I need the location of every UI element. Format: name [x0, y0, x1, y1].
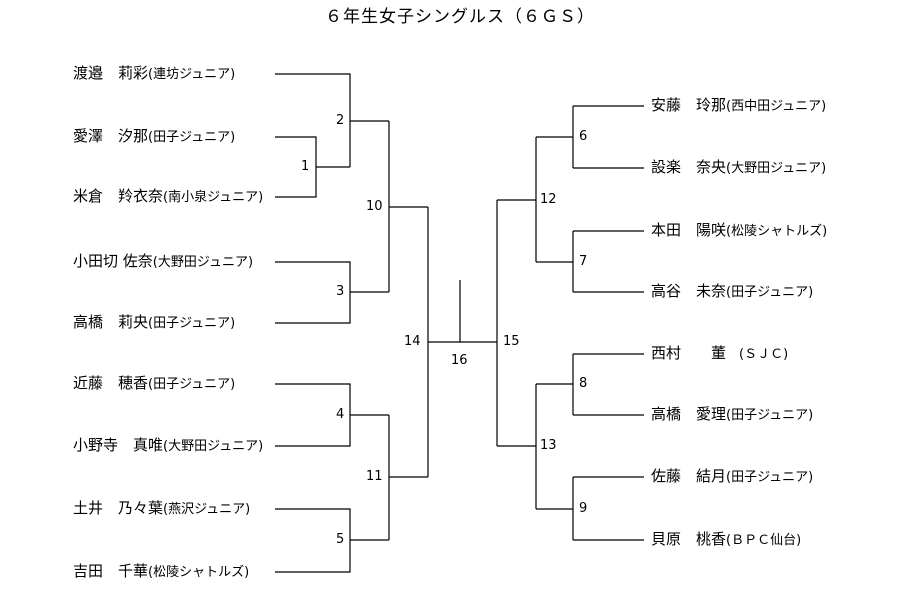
- player-team: (松陵シャトルズ): [726, 224, 828, 239]
- player-team: (田子ジュニア): [148, 316, 236, 331]
- right-player-6: 高橋 愛理(田子ジュニア): [651, 405, 814, 423]
- match-9-line: [536, 476, 644, 541]
- match-number-12: 12: [540, 192, 557, 207]
- left-player-7: 小野寺 真唯(大野田ジュニア): [73, 436, 264, 454]
- match-number-3: 3: [336, 284, 345, 299]
- match-number-15: 15: [503, 334, 520, 349]
- player-name: 貝原 桃香: [651, 530, 727, 548]
- match-1-line: [275, 136, 350, 198]
- player-name: 米倉 羚衣奈: [73, 187, 164, 205]
- right-player-3: 本田 陽咲(松陵シャトルズ): [651, 221, 828, 239]
- match-12-line: [497, 137, 537, 262]
- player-name: 渡邉 莉彩: [73, 64, 149, 82]
- player-name: 高橋 愛理: [651, 405, 727, 423]
- player-name: 安藤 玲那: [651, 96, 727, 114]
- match-7-line: [536, 230, 644, 293]
- left-player-6: 近藤 穂香(田子ジュニア): [73, 374, 236, 392]
- player-team: (西中田ジュニア): [726, 99, 827, 114]
- player-name: 設楽 奈央: [651, 158, 727, 176]
- player-team: (南小泉ジュニア): [163, 190, 264, 205]
- player-name: 小田切 佐奈: [73, 252, 153, 270]
- player-team: (大野田ジュニア): [152, 255, 254, 270]
- match-number-14: 14: [404, 334, 421, 349]
- left-player-8: 土井 乃々葉(燕沢ジュニア): [73, 499, 251, 517]
- left-player-4: 小田切 佐奈(大野田ジュニア): [73, 252, 254, 270]
- match-number-10: 10: [366, 199, 383, 214]
- left-player-2: 愛澤 汐那(田子ジュニア): [73, 127, 236, 145]
- match-15-line: [460, 200, 498, 446]
- match-number-11: 11: [366, 469, 383, 484]
- player-team: (ＢＰＣ仙台): [726, 533, 802, 548]
- match-14-line: [427, 207, 460, 477]
- right-player-5: 西村 董 (ＳＪＣ): [651, 344, 789, 362]
- player-team: (田子ジュニア): [726, 285, 814, 300]
- match-number-9: 9: [579, 501, 588, 516]
- match-4-line: [275, 383, 389, 447]
- player-name: 佐藤 結月: [651, 467, 727, 485]
- left-player-1: 渡邉 莉彩(連坊ジュニア): [73, 64, 236, 82]
- right-player-8: 貝原 桃香(ＢＰＣ仙台): [651, 530, 802, 548]
- page-title: ６年生女子シングルス（６ＧＳ）: [325, 7, 595, 27]
- player-team: (田子ジュニア): [148, 130, 236, 145]
- player-team: (田子ジュニア): [726, 470, 814, 485]
- match-number-5: 5: [336, 532, 345, 547]
- player-name: 愛澤 汐那: [73, 127, 149, 145]
- player-name: 高橋 莉央: [73, 313, 149, 331]
- right-player-7: 佐藤 結月(田子ジュニア): [651, 467, 814, 485]
- match-3-line: [275, 261, 389, 324]
- player-name: 本田 陽咲: [651, 221, 727, 239]
- right-player-4: 高谷 未奈(田子ジュニア): [651, 282, 814, 300]
- left-player-5: 高橋 莉央(田子ジュニア): [73, 313, 236, 331]
- player-team: (田子ジュニア): [148, 377, 236, 392]
- right-player-1: 安藤 玲那(西中田ジュニア): [651, 96, 827, 114]
- player-team: (燕沢ジュニア): [163, 502, 251, 517]
- player-name: 吉田 千華: [73, 562, 149, 580]
- match-number-16: 16: [451, 353, 468, 368]
- match-number-1: 1: [301, 159, 310, 174]
- left-player-9: 吉田 千華(松陵シャトルズ): [73, 562, 250, 580]
- left-player-3: 米倉 羚衣奈(南小泉ジュニア): [73, 187, 264, 205]
- match-number-2: 2: [336, 113, 345, 128]
- player-name: 土井 乃々葉: [73, 499, 164, 517]
- player-team: (連坊ジュニア): [148, 67, 236, 82]
- match-2-line: [275, 73, 389, 167]
- match-13-line: [497, 384, 537, 509]
- player-name: 近藤 穂香: [73, 374, 149, 392]
- match-number-13: 13: [540, 438, 557, 453]
- match-5-line: [275, 508, 389, 573]
- player-team: (大野田ジュニア): [726, 161, 827, 176]
- match-number-6: 6: [579, 129, 588, 144]
- match-8-line: [536, 353, 644, 416]
- player-team: (ＳＪＣ): [726, 347, 789, 362]
- match-number-4: 4: [336, 407, 345, 422]
- match-10-line: [388, 121, 428, 292]
- player-team: (田子ジュニア): [726, 408, 814, 423]
- player-name: 西村 董: [651, 344, 727, 362]
- player-name: 高谷 未奈: [651, 282, 727, 300]
- player-name: 小野寺 真唯: [73, 436, 164, 454]
- player-team: (大野田ジュニア): [163, 439, 264, 454]
- match-number-7: 7: [579, 254, 588, 269]
- player-team: (松陵シャトルズ): [148, 565, 250, 580]
- match-11-line: [388, 415, 428, 540]
- match-6-line: [536, 105, 644, 169]
- right-player-2: 設楽 奈央(大野田ジュニア): [651, 158, 827, 176]
- match-number-8: 8: [579, 376, 588, 391]
